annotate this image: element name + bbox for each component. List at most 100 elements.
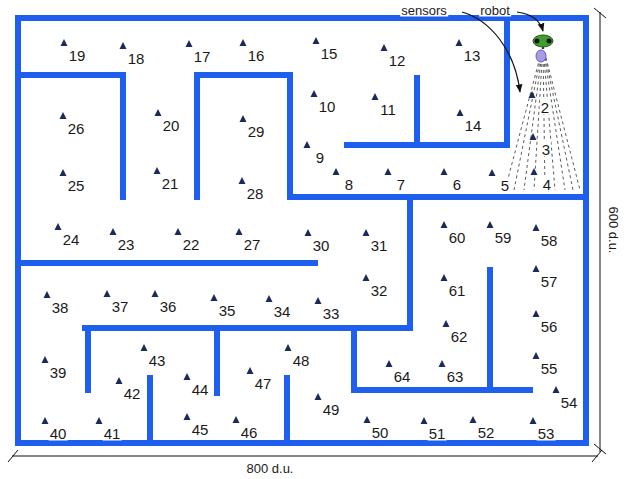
waypoint-number: 51 <box>428 426 447 441</box>
waypoint-number: 60 <box>448 230 467 245</box>
sensor-ray <box>534 46 543 190</box>
robot-body <box>536 50 546 62</box>
maze-wall <box>407 197 413 328</box>
waypoint-marker <box>363 274 370 281</box>
waypoint-marker <box>55 223 62 230</box>
waypoint-marker <box>175 228 182 235</box>
waypoint-number: 15 <box>320 46 339 61</box>
waypoint-number: 40 <box>49 426 68 441</box>
waypoint-marker <box>110 228 117 235</box>
waypoint-marker <box>184 413 191 420</box>
sensor-ray <box>505 46 543 190</box>
robot-head <box>533 35 553 47</box>
waypoint-number: 31 <box>370 238 389 253</box>
waypoint-number: 64 <box>393 369 412 384</box>
waypoint-marker <box>304 141 311 148</box>
sensor-ray <box>543 46 545 190</box>
waypoint-number: 55 <box>540 361 559 376</box>
waypoint-number: 8 <box>344 177 354 192</box>
waypoint-marker <box>364 416 371 423</box>
waypoint-marker <box>470 416 477 423</box>
waypoint-number: 28 <box>246 186 265 201</box>
waypoint-number: 36 <box>159 299 178 314</box>
waypoint-marker <box>154 167 161 174</box>
waypoint-number: 22 <box>182 237 201 252</box>
robot-wheel <box>547 39 552 44</box>
waypoint-number: 3 <box>541 142 551 157</box>
waypoint-number: 34 <box>273 304 292 319</box>
waypoint-marker <box>247 367 254 374</box>
waypoint-marker <box>155 109 162 116</box>
waypoint-marker <box>120 42 127 49</box>
waypoint-marker <box>529 91 536 98</box>
waypoint-number: 10 <box>318 99 337 114</box>
waypoint-marker <box>233 416 240 423</box>
waypoint-marker <box>439 360 446 367</box>
waypoint-marker <box>386 360 393 367</box>
sensor-rays <box>505 46 580 190</box>
waypoint-number: 4 <box>542 177 552 192</box>
waypoint-number: 48 <box>292 353 311 368</box>
maze-wall <box>354 387 530 393</box>
waypoint-marker <box>42 356 49 363</box>
waypoint-marker <box>441 274 448 281</box>
sensor-ray <box>524 46 543 190</box>
dimension-tick <box>594 444 606 454</box>
maze-wall <box>85 325 410 331</box>
waypoint-marker <box>315 297 322 304</box>
waypoint-marker <box>240 115 247 122</box>
waypoint-marker <box>489 169 496 176</box>
maze-wall <box>487 270 493 390</box>
waypoint-marker <box>311 90 318 97</box>
maze-wall <box>583 18 589 443</box>
waypoint-number: 23 <box>117 237 136 252</box>
waypoint-number: 35 <box>218 303 237 318</box>
waypoint-number: 50 <box>371 425 390 440</box>
waypoint-number: 62 <box>450 329 469 344</box>
waypoint-marker <box>441 168 448 175</box>
maze-wall <box>351 328 357 390</box>
waypoint-number: 9 <box>315 150 325 165</box>
waypoint-number: 59 <box>494 230 513 245</box>
waypoint-marker <box>96 417 103 424</box>
waypoint-marker <box>381 44 388 51</box>
waypoint-number: 56 <box>540 319 559 334</box>
leader-line <box>517 12 543 31</box>
waypoint-marker <box>441 221 448 228</box>
waypoint-marker <box>116 377 123 384</box>
waypoint-marker <box>60 112 67 119</box>
waypoint-marker <box>443 320 450 327</box>
maze-wall <box>284 378 290 443</box>
waypoint-number: 42 <box>123 386 142 401</box>
waypoint-marker <box>456 39 463 46</box>
maze-wall <box>290 194 586 200</box>
waypoint-marker <box>285 344 292 351</box>
waypoint-marker <box>333 168 340 175</box>
waypoint-marker <box>553 386 560 393</box>
waypoint-number: 44 <box>191 382 210 397</box>
waypoint-number: 57 <box>540 274 559 289</box>
waypoint-marker <box>184 373 191 380</box>
dimension-label: 600 d.u. <box>607 206 620 255</box>
sensor-ray <box>543 46 573 190</box>
waypoint-markers <box>42 37 560 424</box>
waypoint-number: 7 <box>396 177 406 192</box>
waypoint-number: 52 <box>477 425 496 440</box>
waypoint-number: 33 <box>322 306 341 321</box>
dimension-line <box>12 456 598 457</box>
dimension-lines <box>8 8 606 462</box>
waypoint-marker <box>533 310 540 317</box>
maze-wall <box>85 328 91 390</box>
robot-symbol <box>533 35 553 62</box>
callout-label: robot <box>479 4 511 17</box>
waypoint-marker <box>315 393 322 400</box>
maze-wall <box>15 18 21 443</box>
waypoint-number: 32 <box>370 283 389 298</box>
dimension-tick <box>594 8 606 18</box>
waypoint-number: 13 <box>463 48 482 63</box>
robot-wheel <box>535 39 540 44</box>
waypoint-number: 41 <box>103 426 122 441</box>
waypoint-marker <box>305 229 312 236</box>
maze-wall <box>414 78 420 145</box>
maze-wall <box>120 75 126 197</box>
